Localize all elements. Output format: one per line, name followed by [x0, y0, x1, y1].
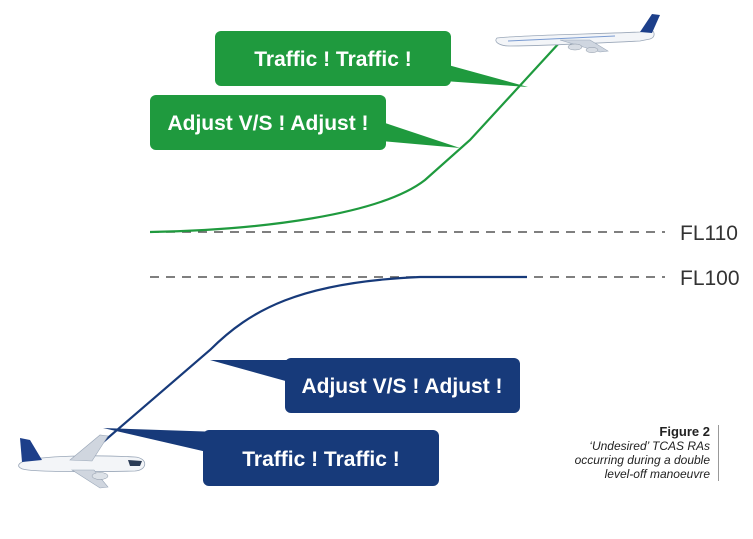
upper-traffic-callout: Traffic ! Traffic ! — [215, 31, 528, 87]
upper-aircraft-icon — [495, 14, 660, 53]
fl100-label: FL100 — [680, 267, 740, 290]
caption-line-1: ‘Undesired’ TCAS RAs — [589, 439, 710, 453]
svg-text:Adjust V/S ! Adjust !: Adjust V/S ! Adjust ! — [301, 375, 502, 398]
caption-line-2: occurring during a double — [574, 453, 710, 467]
figure-number: Figure 2 — [659, 424, 710, 439]
upper-adjust-callout: Adjust V/S ! Adjust ! — [150, 95, 460, 150]
svg-text:Traffic ! Traffic !: Traffic ! Traffic ! — [242, 448, 400, 471]
figure-caption: Figure 2 ‘Undesired’ TCAS RAs occurring … — [575, 425, 719, 481]
lower-trajectory — [87, 275, 527, 456]
lower-traffic-callout: Traffic ! Traffic ! — [103, 428, 439, 486]
fl110-label: FL110 — [680, 222, 738, 245]
svg-text:Adjust V/S ! Adjust !: Adjust V/S ! Adjust ! — [167, 112, 368, 135]
lower-aircraft-icon — [18, 434, 146, 489]
lower-adjust-callout: Adjust V/S ! Adjust ! — [210, 358, 520, 413]
caption-line-3: level-off manoeuvre — [604, 467, 710, 481]
svg-text:Traffic ! Traffic !: Traffic ! Traffic ! — [254, 48, 412, 71]
upper-trajectory — [149, 41, 561, 234]
